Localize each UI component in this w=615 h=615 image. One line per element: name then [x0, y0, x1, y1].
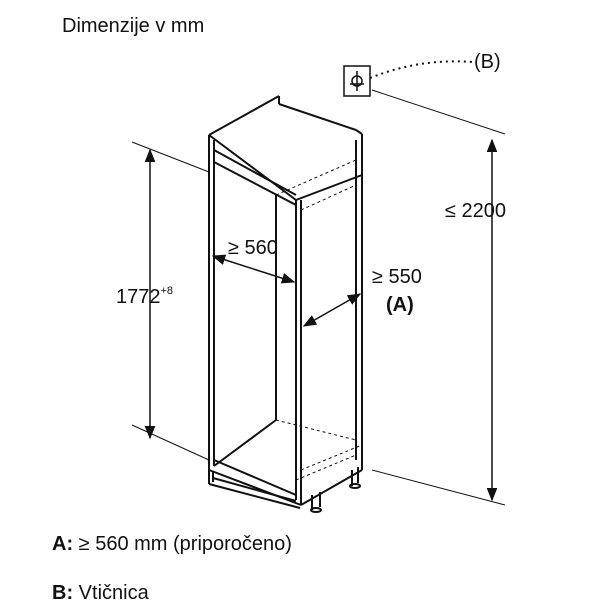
inner-width-dimension — [211, 254, 296, 284]
inner-width-label: ≥ 560 — [228, 237, 278, 259]
socket-callout-label: (B) — [474, 51, 501, 73]
niche-height-tolerance: +8 — [161, 285, 174, 297]
socket-leader — [369, 60, 473, 79]
max-height-label: ≤ 2200 — [445, 200, 506, 222]
legend-key-b: B: — [52, 582, 74, 604]
legend-item-b: B: Vtičnica — [52, 582, 149, 605]
cabinet-niche — [208, 95, 363, 513]
legend-text-b: Vtičnica — [78, 582, 149, 604]
power-socket-icon — [343, 65, 371, 97]
extension-lines — [131, 89, 506, 506]
legend-item-a: A: ≥ 560 mm (priporočeno) — [52, 533, 292, 556]
depth-callout-marker: (A) — [386, 294, 414, 316]
niche-height-label: 1772+8 — [116, 285, 173, 308]
diagram-title: Dimenzije v mm — [62, 15, 204, 37]
depth-label: ≥ 550 — [372, 266, 422, 288]
legend-text-a: ≥ 560 mm (priporočeno) — [78, 533, 292, 555]
niche-height-value: 1772 — [116, 286, 161, 308]
hidden-edges — [275, 140, 363, 481]
legend-key-a: A: — [52, 533, 74, 555]
depth-dimension — [302, 293, 362, 327]
